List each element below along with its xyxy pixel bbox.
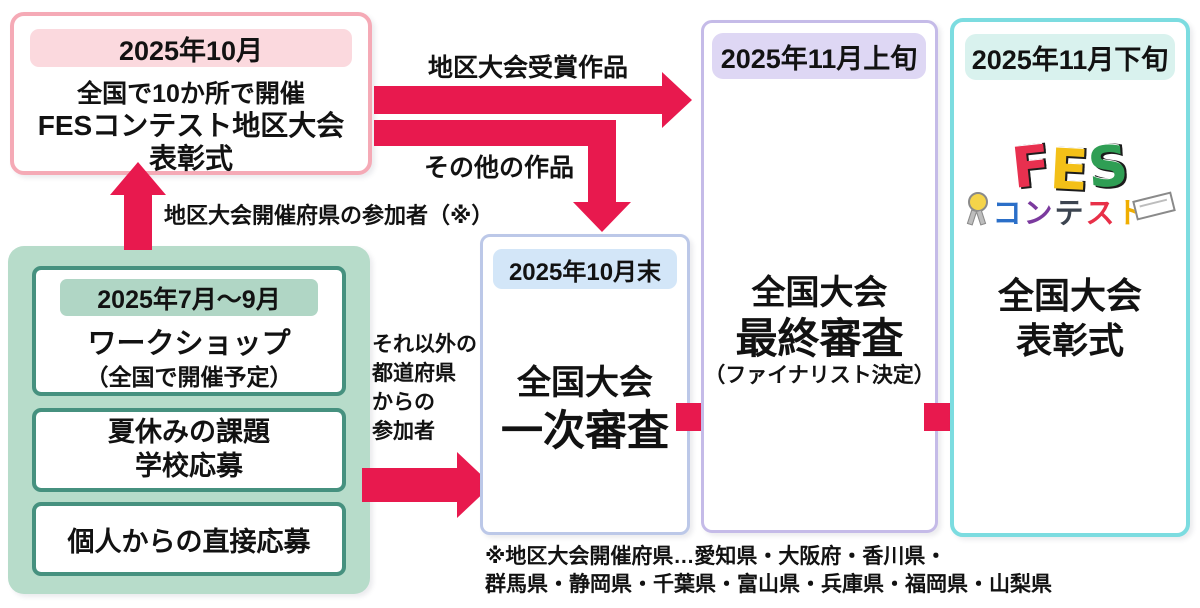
logo-kana-3: テ — [1054, 198, 1086, 230]
final-date-badge: 2025年11月上旬 — [712, 33, 926, 79]
logo-kana-2: ン — [1023, 198, 1055, 230]
logo-kana-4: ス — [1085, 198, 1117, 230]
final-line1: 全国大会 — [751, 274, 888, 312]
workshop-date-badge: 2025年7月～9月 — [60, 279, 318, 316]
regional-line3: 表彰式 — [148, 143, 233, 174]
logo-letter-s: S — [1085, 133, 1131, 202]
first-round-date-badge: 2025年10月末 — [493, 249, 677, 289]
award-arrow-head — [662, 72, 692, 128]
other-arrow-head — [573, 202, 631, 232]
ceremony-date-badge: 2025年11月下旬 — [965, 34, 1175, 80]
individual-entry-box: 個人からの直接応募 — [32, 502, 346, 576]
first-round-line2: 一次審査 — [500, 407, 669, 454]
school-line2: 学校応募 — [135, 451, 243, 481]
logo-kana-1: コ — [992, 198, 1024, 230]
other-arrow-label: その他の作品 — [424, 154, 575, 182]
final-to-ceremony-arrow-shaft — [924, 403, 952, 431]
up-arrow-head — [110, 162, 166, 195]
prefecture-footnote: ※地区大会開催府県…愛知県・大阪府・香川県・ 群馬県・静岡県・千葉県・富山県・兵… — [485, 543, 1052, 598]
workshop-title: ワークショップ — [87, 328, 291, 360]
workshop-box: 2025年7月～9月 ワークショップ （全国で開催予定） — [32, 266, 346, 396]
ceremony-line1: 全国大会 — [997, 275, 1142, 316]
footnote-line2: 群馬県・静岡県・千葉県・富山県・兵庫県・福岡県・山梨県 — [485, 572, 1052, 596]
regional-line1: 全国で10か所で開催 — [77, 80, 305, 108]
regional-line2: FESコンテスト地区大会 — [37, 110, 345, 141]
other-arrow-shaft-v — [588, 120, 616, 204]
first-round-line1: 全国大会 — [517, 364, 653, 402]
award-arrow-shaft — [374, 86, 664, 114]
other-pref-line2: 都道府県 — [372, 361, 456, 385]
fes-contest-logo: FES コンテスト — [954, 133, 1186, 230]
entry-arrow-shaft — [362, 468, 458, 502]
up-arrow-label: 地区大会開催府県の参加者（※） — [164, 203, 494, 228]
footnote-line1: ※地区大会開催府県…愛知県・大阪府・香川県・ — [485, 545, 947, 568]
first-to-final-arrow-shaft — [676, 403, 704, 431]
logo-letter-e: E — [1048, 137, 1090, 204]
school-entry-box: 夏休みの課題 学校応募 — [32, 408, 346, 492]
individual-bold: 直接応募 — [202, 526, 311, 557]
award-arrow-label: 地区大会受賞作品 — [428, 54, 629, 82]
ceremony-line2: 表彰式 — [1015, 320, 1124, 361]
school-line1: 夏休みの課題 — [108, 417, 270, 448]
final-judging-box: 2025年11月上旬 全国大会 最終審査 （ファイナリスト決定） — [701, 20, 938, 533]
other-pref-line3: からの — [372, 390, 435, 414]
first-round-box: 2025年10月末 全国大会 一次審査 — [480, 234, 690, 535]
other-arrow-shaft-h — [374, 120, 616, 146]
other-pref-line1: それ以外の — [372, 333, 477, 356]
logo-letter-f: F — [1008, 133, 1054, 202]
regional-date-badge: 2025年10月 — [30, 29, 352, 67]
up-arrow-shaft — [124, 194, 152, 250]
individual-prefix: 個人からの — [67, 526, 203, 557]
workshop-note: （全国で開催予定） — [85, 364, 293, 390]
regional-award-box: 2025年10月 全国で10か所で開催 FESコンテスト地区大会 表彰式 — [10, 12, 372, 175]
other-pref-line4: 参加者 — [372, 419, 435, 443]
entry-routes-box: 2025年7月～9月 ワークショップ （全国で開催予定） 夏休みの課題 学校応募… — [8, 246, 370, 594]
other-prefectures-label: それ以外の 都道府県 からの 参加者 — [372, 331, 477, 447]
ceremony-box: 2025年11月下旬 FES コンテスト 全国大会 表彰式 — [950, 18, 1190, 537]
final-line2: 最終審査 — [735, 315, 904, 362]
final-line3: （ファイナリスト決定） — [704, 364, 935, 387]
